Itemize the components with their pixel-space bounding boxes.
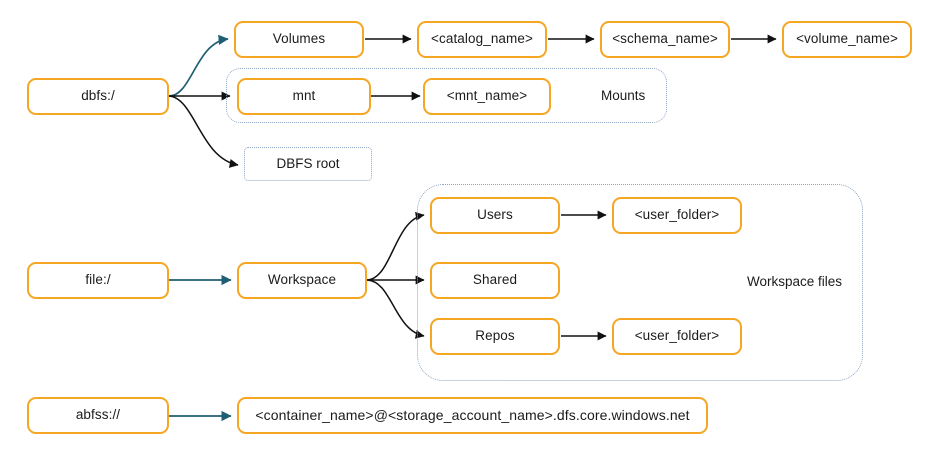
node-file-uri[interactable]: file:/ <box>27 262 169 299</box>
node-mnt[interactable]: mnt <box>237 78 371 115</box>
node-repos[interactable]: Repos <box>430 318 560 355</box>
node-schema-name[interactable]: <schema_name> <box>600 21 730 58</box>
connector-workspace-to-users <box>366 211 425 281</box>
node-dbfs-root-uri[interactable]: dbfs:/ <box>27 78 169 115</box>
group-workspace-files-label: Workspace files <box>747 274 843 289</box>
node-user-folder-repos[interactable]: <user_folder> <box>612 318 742 355</box>
node-volume-name[interactable]: <volume_name> <box>782 21 912 58</box>
node-shared[interactable]: Shared <box>430 262 560 299</box>
node-volumes[interactable]: Volumes <box>234 21 364 58</box>
node-workspace[interactable]: Workspace <box>237 262 367 299</box>
node-users[interactable]: Users <box>430 197 560 234</box>
node-abfss-uri[interactable]: abfss:// <box>27 397 169 434</box>
connector-workspace-to-repos <box>366 279 425 339</box>
node-abfss-target[interactable]: <container_name>@<storage_account_name>.… <box>237 397 708 434</box>
node-catalog-name[interactable]: <catalog_name> <box>417 21 547 58</box>
node-user-folder-users[interactable]: <user_folder> <box>612 197 742 234</box>
group-dbfs-root <box>244 147 372 181</box>
group-dbfs-root-label: DBFS root <box>276 155 340 171</box>
group-mounts-label: Mounts <box>601 88 646 103</box>
connector-dbfs-to-volumes <box>168 34 229 97</box>
node-mnt-name[interactable]: <mnt_name> <box>423 78 551 115</box>
